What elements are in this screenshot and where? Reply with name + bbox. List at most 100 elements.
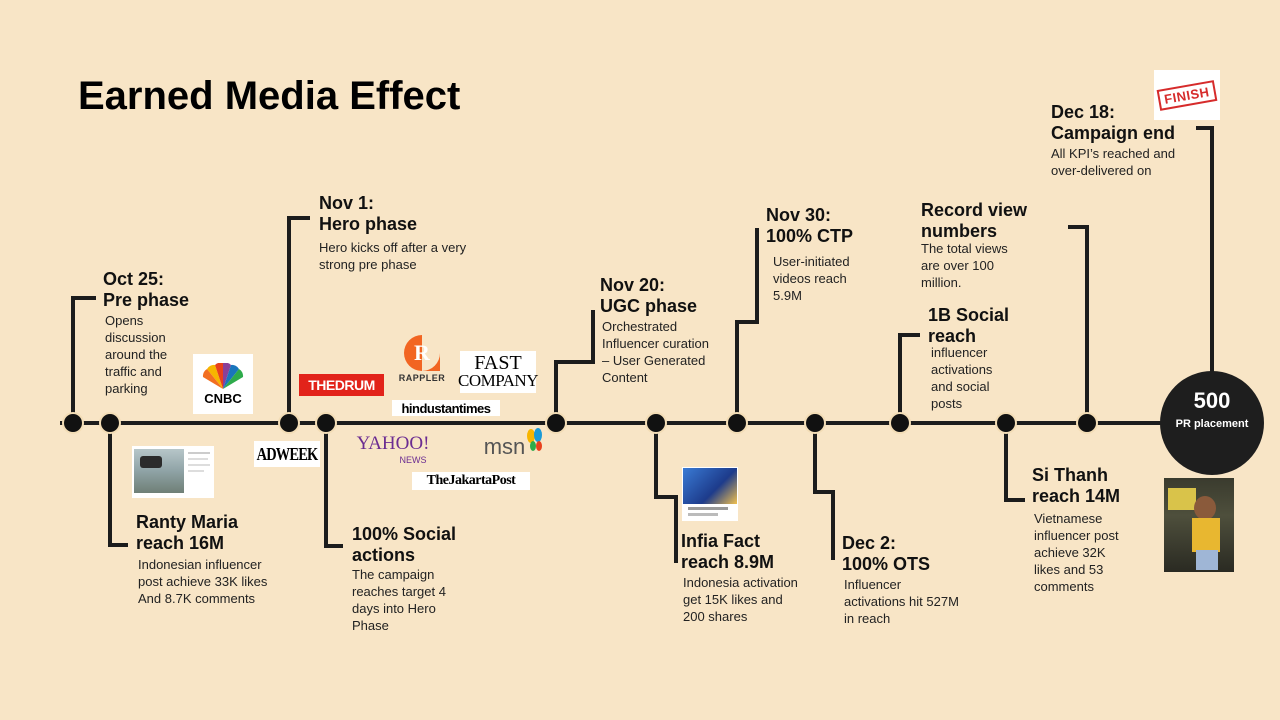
- milestone-nov1: Nov 1:Hero phase Hero kicks off after a …: [319, 193, 466, 273]
- milestone-date: Nov 20:: [600, 275, 666, 295]
- connector-ranty: [108, 423, 128, 547]
- milestone-desc-line: – User Generated: [602, 353, 706, 368]
- milestone-heading: reach 8.9M: [681, 552, 775, 572]
- connector-dec18: [1196, 126, 1214, 390]
- milestone-phase: 100% OTS: [842, 554, 931, 574]
- milestone-desc-line: Content: [602, 370, 648, 385]
- connector-social: [324, 423, 343, 548]
- timeline-node: [726, 412, 748, 434]
- milestone-desc-line: Influencer: [844, 577, 902, 592]
- milestone-heading: 100% Social: [352, 524, 457, 544]
- milestone-desc-line: 200 shares: [683, 609, 748, 624]
- fastcompany-line2: COMPANY: [458, 371, 538, 390]
- jakartapost-text: TheJakartaPost: [426, 473, 516, 488]
- milestone-desc-line: All KPI’s reached and: [1051, 146, 1176, 161]
- milestone-nov30: Nov 30:100% CTP User-initiated videos re…: [766, 205, 853, 304]
- connector-record: [1068, 225, 1089, 423]
- connector-nov1: [287, 216, 310, 423]
- milestone-desc-line: are over 100: [921, 258, 994, 273]
- milestone-desc-line: influencer post: [1034, 528, 1119, 543]
- milestone-desc-line: million.: [921, 275, 962, 290]
- connector-oct25: [71, 296, 96, 423]
- connector-infia: [654, 423, 678, 563]
- milestone-desc-line: over-delivered on: [1051, 163, 1152, 178]
- milestone-desc-line: Influencer curation: [602, 336, 709, 351]
- milestone-phase: 100% CTP: [766, 226, 854, 246]
- milestone-desc-line: likes and 53: [1034, 562, 1104, 577]
- milestone-desc-line: Opens: [105, 313, 144, 328]
- peacock-icon: [202, 362, 244, 389]
- final-node-text: 500 PR placement: [1160, 388, 1264, 430]
- milestone-desc-line: achieve 32K: [1034, 545, 1106, 560]
- connector-nov30: [735, 228, 759, 423]
- milestone-phase: UGC phase: [600, 296, 698, 316]
- timeline-node: [1076, 412, 1098, 434]
- final-node: [1160, 371, 1264, 475]
- milestone-nov20: Nov 20:UGC phase Orchestrated Influencer…: [600, 275, 709, 386]
- milestone-oct25: Oct 25:Pre phase Opens discussion around…: [103, 269, 189, 397]
- milestone-desc-line: days into Hero: [352, 601, 436, 616]
- milestone-heading: actions: [352, 545, 416, 565]
- fastcompany-line1: FAST: [474, 352, 522, 374]
- milestone-desc-line: activations hit 527M: [844, 594, 959, 609]
- milestone-desc-line: User-initiated: [773, 254, 850, 269]
- msn-logo: msn: [478, 428, 550, 464]
- milestone-desc-line: videos reach: [773, 271, 847, 286]
- milestone-date: Nov 1:: [319, 193, 375, 213]
- milestone-desc-line: The total views: [921, 241, 1008, 256]
- pr-count: 500: [1193, 388, 1231, 413]
- connector-dec2: [813, 423, 835, 560]
- milestone-desc-line: And 8.7K comments: [138, 591, 256, 606]
- milestone-desc-line: and social: [931, 379, 990, 394]
- milestone-desc-line: activations: [931, 362, 993, 377]
- milestone-desc-line: get 15K likes and: [683, 592, 783, 607]
- finish-stamp-text: FINISH: [1156, 79, 1218, 111]
- milestone-desc-line: traffic and: [105, 364, 162, 379]
- milestone-date: Dec 2:: [842, 533, 897, 553]
- rappler-icon: R: [404, 335, 440, 371]
- milestone-desc-line: Vietnamese: [1034, 511, 1103, 526]
- connector-sithanh: [1004, 423, 1025, 502]
- adweek-text: ADWEEK: [256, 443, 319, 464]
- milestone-desc-line: influencer: [931, 345, 988, 360]
- rappler-logo: R RAPPLER: [394, 330, 450, 386]
- milestone-heading: Si Thanh: [1032, 465, 1108, 485]
- milestone-heading: Infia Fact: [681, 531, 761, 551]
- milestone-desc-line: parking: [105, 381, 148, 396]
- timeline-node: [315, 412, 337, 434]
- timeline-node: [889, 412, 911, 434]
- timeline-node: [62, 412, 84, 434]
- milestone-heading: 1B Social: [928, 305, 1010, 325]
- hindustantimes-logo: hindustantimes: [392, 400, 500, 416]
- milestone-desc-line: The campaign: [352, 567, 435, 582]
- timeline-node: [645, 412, 667, 434]
- milestone-date: Dec 18:: [1051, 102, 1116, 122]
- milestone-desc-line: discussion: [105, 330, 166, 345]
- milestone-date: Oct 25:: [103, 269, 165, 289]
- svg-text:R: R: [414, 340, 431, 365]
- connector-nov20: [554, 310, 595, 423]
- milestone-heading: Record view: [921, 200, 1028, 220]
- milestone-desc-line: comments: [1034, 579, 1094, 594]
- milestone-dec18: Dec 18:Campaign end All KPI’s reached an…: [1051, 102, 1175, 179]
- rappler-text: RAPPLER: [398, 373, 446, 383]
- milestone-heading: numbers: [921, 221, 998, 241]
- timeline-node: [995, 412, 1017, 434]
- timeline-node: [99, 412, 121, 434]
- timeline-node: [804, 412, 826, 434]
- msn-text: msn: [483, 434, 526, 459]
- thedrum-text: THEDRUM: [308, 377, 375, 393]
- milestone-phase: Hero phase: [319, 214, 418, 234]
- milestone-desc-line: Indonesian influencer: [138, 557, 262, 572]
- milestone-desc-line: reaches target 4: [352, 584, 446, 599]
- cnbc-logo: CNBC: [193, 354, 253, 414]
- milestone-heading: reach: [928, 326, 977, 346]
- milestone-heading: reach 14M: [1032, 486, 1121, 506]
- milestone-phase: Campaign end: [1051, 123, 1176, 143]
